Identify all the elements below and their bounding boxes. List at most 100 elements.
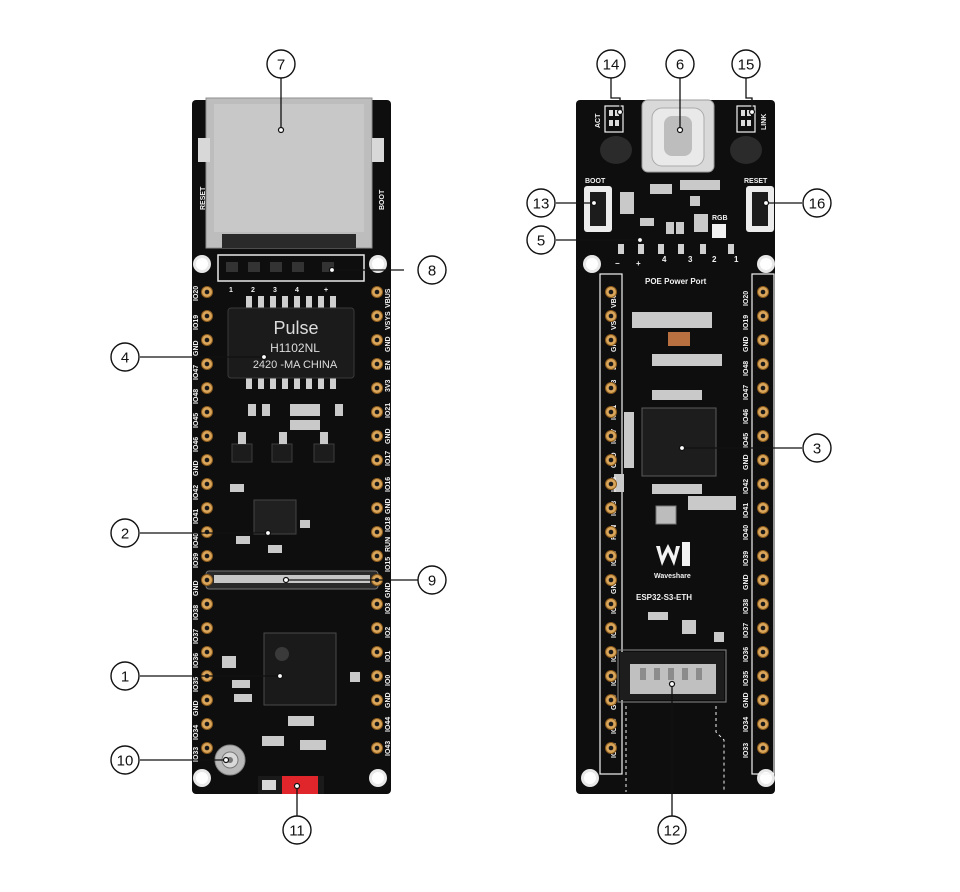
pad-hole bbox=[374, 553, 380, 559]
callout-2: 2 bbox=[110, 518, 140, 548]
pin-label: GND bbox=[385, 692, 392, 708]
pad-hole bbox=[608, 625, 614, 631]
pin-labels: IO20 IO19 GND IO47 IO48 IO45 IO46 GND IO… bbox=[193, 286, 392, 762]
waveshare-logo bbox=[656, 542, 690, 566]
pad-hole bbox=[760, 577, 766, 583]
pin-label: IO47 bbox=[743, 385, 750, 400]
callout-11: 11 bbox=[282, 815, 312, 845]
pad-hole bbox=[608, 553, 614, 559]
pad-hole bbox=[760, 313, 766, 319]
callouts: 1 2 3 4 5 6 7 8 9 10 11 12 13 14 15 16 bbox=[110, 49, 832, 845]
rj45-jack bbox=[198, 97, 384, 249]
pad-hole bbox=[608, 505, 614, 511]
rgb-label: RGB bbox=[712, 215, 728, 222]
pad-hole bbox=[608, 697, 614, 703]
board-front: RESET BOOT 1 2 3 4 + bbox=[192, 97, 392, 794]
pad-hole bbox=[760, 625, 766, 631]
pad-hole bbox=[374, 649, 380, 655]
pin-label: IO20 bbox=[193, 286, 200, 301]
pad-hole bbox=[760, 721, 766, 727]
pad-hole bbox=[760, 553, 766, 559]
pad-hole bbox=[204, 577, 210, 583]
transformer-brand: Pulse bbox=[273, 318, 318, 338]
pad-hole bbox=[608, 289, 614, 295]
pad-hole bbox=[204, 385, 210, 391]
callout-6: 6 bbox=[665, 49, 695, 79]
poe-pin-label: 2 bbox=[712, 255, 717, 264]
pin-label: 3V3 bbox=[385, 379, 392, 392]
poe-port-label: POE Power Port bbox=[645, 277, 707, 286]
pad-hole bbox=[608, 361, 614, 367]
pad-hole bbox=[608, 673, 614, 679]
pin-label: IO44 bbox=[385, 717, 392, 732]
pad-hole bbox=[374, 745, 380, 751]
pad-hole bbox=[608, 529, 614, 535]
callout-4: 4 bbox=[110, 342, 140, 372]
pad-hole bbox=[204, 457, 210, 463]
reset-button[interactable] bbox=[746, 186, 774, 232]
pad-hole bbox=[374, 505, 380, 511]
poe-pin-label: 3 bbox=[273, 287, 277, 294]
callout-label: 6 bbox=[676, 57, 684, 74]
pad-hole bbox=[760, 649, 766, 655]
act-label: ACT bbox=[595, 113, 602, 128]
pin-label: GND bbox=[743, 336, 750, 352]
callout-label: 8 bbox=[428, 263, 436, 280]
pad-hole bbox=[204, 313, 210, 319]
pin-label: IO41 bbox=[193, 509, 200, 524]
status-led bbox=[282, 776, 318, 794]
pad-hole bbox=[374, 361, 380, 367]
boot-label: BOOT bbox=[379, 189, 386, 210]
callout-15: 15 bbox=[731, 49, 761, 79]
pad-hole bbox=[204, 697, 210, 703]
callout-label: 16 bbox=[809, 196, 826, 213]
pin-label: GND bbox=[611, 578, 618, 594]
pin-label: IO19 bbox=[193, 315, 200, 330]
pin-label: IO38 bbox=[743, 599, 750, 614]
pad-hole bbox=[760, 409, 766, 415]
pad-hole bbox=[374, 313, 380, 319]
pad-hole bbox=[760, 361, 766, 367]
callout-14: 14 bbox=[596, 49, 626, 79]
pad-hole bbox=[608, 601, 614, 607]
callout-label: 11 bbox=[289, 823, 305, 840]
pin-label: IO40 bbox=[193, 533, 200, 548]
pad-hole bbox=[374, 457, 380, 463]
pad-hole bbox=[608, 409, 614, 415]
callout-label: 7 bbox=[277, 57, 285, 74]
reset-label: RESET bbox=[200, 186, 207, 210]
pad-hole bbox=[204, 553, 210, 559]
pad-hole bbox=[374, 529, 380, 535]
ethernet-transformer: Pulse H1102NL 2420 -MA CHINA bbox=[227, 296, 355, 389]
act-led bbox=[604, 105, 624, 133]
callout-label: 15 bbox=[738, 57, 755, 74]
pin-label: IO35 bbox=[193, 677, 200, 692]
pad-hole bbox=[760, 745, 766, 751]
pin-label: GND bbox=[193, 580, 200, 596]
poe-pin-label: 2 bbox=[251, 287, 255, 294]
pad-hole bbox=[608, 745, 614, 751]
boot-button[interactable] bbox=[584, 186, 612, 232]
pin-label: IO43 bbox=[385, 741, 392, 756]
pin-label: IO40 bbox=[743, 525, 750, 540]
pin-label: GND bbox=[193, 340, 200, 356]
pin-label: IO19 bbox=[743, 315, 750, 330]
pad-hole bbox=[760, 457, 766, 463]
callout-5: 5 bbox=[526, 225, 556, 255]
pad-hole bbox=[608, 577, 614, 583]
pin-label: EN bbox=[385, 360, 392, 370]
poe-pin-label: 1 bbox=[229, 287, 233, 294]
pin-label: IO48 bbox=[193, 389, 200, 404]
pin-label: VSYS bbox=[385, 311, 392, 330]
callout-label: 14 bbox=[603, 57, 620, 74]
callout-8: 8 bbox=[417, 255, 447, 285]
callout-10: 10 bbox=[110, 745, 140, 775]
pin-label: GND bbox=[385, 498, 392, 514]
callout-13: 13 bbox=[526, 188, 556, 218]
pad-hole bbox=[760, 337, 766, 343]
pin-label: GND bbox=[743, 454, 750, 470]
pin-label: IO3 bbox=[385, 603, 392, 614]
link-label: LINK bbox=[761, 114, 768, 130]
callout-label: 10 bbox=[117, 753, 134, 770]
